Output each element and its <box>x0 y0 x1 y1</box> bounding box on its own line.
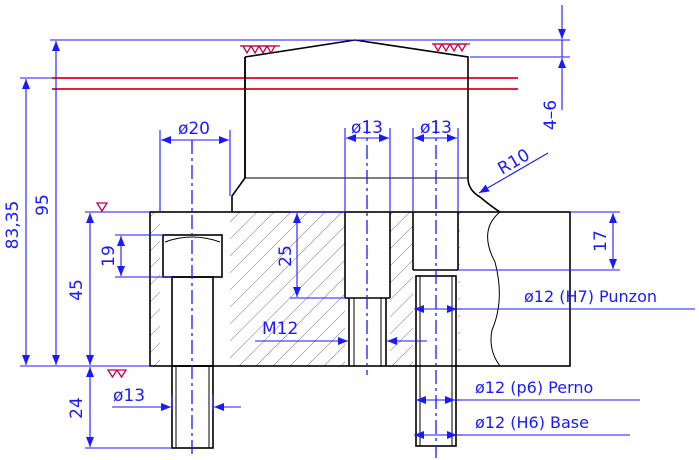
dim-95: 95 <box>33 194 53 216</box>
dim-83-35: 83,35 <box>3 201 23 250</box>
dim-25: 25 <box>276 245 296 267</box>
callout-base: ø12 (H6) Base <box>475 413 589 432</box>
dim-dia-13-right: ø13 <box>420 118 452 138</box>
punch-body-outline <box>231 39 501 213</box>
callout-perno: ø12 (p6) Perno <box>475 378 593 397</box>
callout-leaders <box>414 305 695 439</box>
dim-dia-13-mid: ø13 <box>351 118 383 138</box>
hatch-line <box>204 212 360 366</box>
dim-17: 17 <box>591 230 611 252</box>
dim-dia-20: ø20 <box>178 119 210 139</box>
dim-19: 19 <box>99 245 119 267</box>
reference-lines <box>52 77 518 90</box>
dim-m12: M12 <box>262 319 298 339</box>
dim-45: 45 <box>67 279 87 301</box>
callout-punzon: ø12 (H7) Punzon <box>524 287 657 306</box>
extension-lines <box>20 39 620 449</box>
dim-r10: R10 <box>495 145 534 179</box>
hatch-line <box>681 212 699 366</box>
hatch-line <box>664 212 699 366</box>
dim-dia-13-bottom: ø13 <box>113 386 145 406</box>
dim-4-6: 4–6 <box>541 100 561 130</box>
fit-callouts: ø12 (H7) Punzon ø12 (p6) Perno ø12 (H6) … <box>475 287 657 432</box>
middle-threaded-hole <box>344 212 391 366</box>
base-block-outline <box>149 211 571 367</box>
dim-24: 24 <box>67 397 87 419</box>
surface-finish-symbols <box>95 43 470 379</box>
dimension-lines <box>22 5 617 447</box>
